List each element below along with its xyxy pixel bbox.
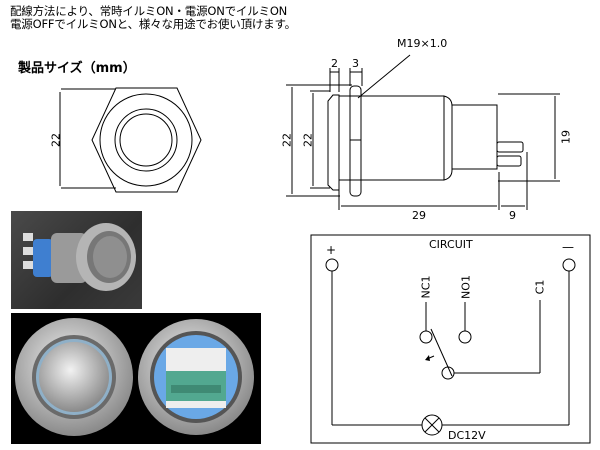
bezel-thickness-label: 2 [331, 57, 338, 70]
no1-label: NO1 [459, 275, 473, 299]
front-view-drawing [59, 87, 202, 193]
thread-label: M19×1.0 [397, 37, 448, 50]
plus-label: + [326, 243, 337, 257]
terminal-length-label: 9 [509, 209, 516, 222]
product-photo-side [11, 211, 142, 309]
circuit-diagram [310, 234, 591, 444]
c1-label: C1 [533, 279, 547, 295]
intro-line-1: 配線方法により、常時イルミON・電源ONでイルミON [10, 4, 288, 18]
bezel-height-label: 22 [301, 133, 315, 147]
product-photo-front-back [11, 313, 261, 444]
size-section-title: 製品サイズ（mm） [18, 61, 136, 76]
minus-label: — [562, 240, 574, 254]
intro-line-2: 電源OFFでイルミONと、様々な用途でお使い頂けます。 [10, 17, 296, 31]
nut-thickness-label: 3 [352, 57, 359, 70]
nc1-label: NC1 [419, 275, 433, 299]
lamp-label: DC12V [448, 429, 486, 442]
front-height-label: 22 [49, 133, 63, 147]
intro-text: 配線方法により、常時イルミON・電源ONでイルミON 電源OFFでイルミONと、… [10, 5, 296, 31]
circuit-title: CIRCUIT [429, 238, 473, 251]
outer-height-label: 22 [280, 133, 294, 147]
body-length-label: 29 [412, 209, 426, 222]
side-view-drawing [286, 54, 560, 210]
body-height-label: 19 [559, 130, 573, 144]
